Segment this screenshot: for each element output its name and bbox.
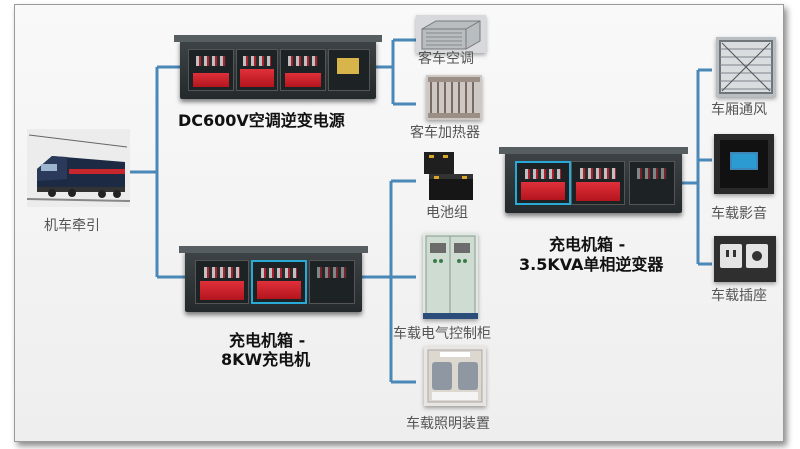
charger-label-line2: 8KW充电机	[221, 350, 311, 369]
av-label: 车载影音	[711, 206, 767, 222]
charger-label-line1: 充电机箱 -	[229, 331, 306, 350]
lighting-label: 车载照明装置	[406, 416, 490, 432]
power-socket-icon	[714, 236, 776, 282]
charger-inverter-cabinet	[499, 147, 688, 213]
socket-label: 车载插座	[711, 288, 767, 304]
diagram-frame	[14, 4, 784, 442]
ac-inverter-cabinet	[174, 35, 382, 99]
battery-pack-label: 电池组	[426, 205, 468, 221]
heater-label: 客车加热器	[410, 125, 480, 141]
air-conditioner-label: 客车空调	[418, 51, 474, 67]
control-cabinet-icon	[423, 233, 478, 319]
charger-inverter-label-line2: 3.5KVA单相逆变器	[519, 255, 664, 274]
ventilation-fan-icon	[716, 37, 776, 97]
locomotive-label: 机车牵引	[44, 218, 100, 234]
charger-cabinet	[179, 246, 368, 312]
air-conditioner-icon	[416, 15, 486, 53]
battery-pack-icon	[424, 152, 473, 200]
ac-inverter-label: DC600V空调逆变电源	[178, 111, 345, 130]
control-cabinet-label: 车载电气控制柜	[393, 326, 491, 342]
ventilation-label: 车厢通风	[711, 102, 767, 118]
heater-icon	[426, 75, 482, 120]
lighting-icon	[424, 346, 486, 406]
charger-inverter-label-line1: 充电机箱 -	[549, 235, 626, 254]
av-screen-icon	[714, 134, 774, 194]
locomotive-image	[27, 129, 130, 207]
